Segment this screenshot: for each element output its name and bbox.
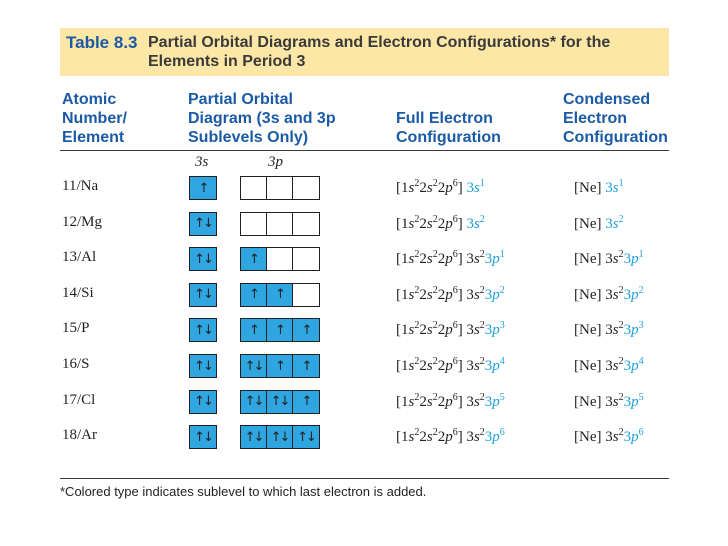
element-label: 16/S bbox=[62, 356, 90, 372]
full-configuration: [1s22s22p6] 3s1 bbox=[396, 178, 485, 196]
header-line: Configuration bbox=[563, 129, 668, 146]
element-label: 12/Mg bbox=[62, 213, 103, 230]
condensed-configuration: [Ne] 3s23p5 bbox=[574, 391, 644, 410]
orbital-3p-box: ↑ bbox=[240, 282, 267, 307]
orbital-3p-box bbox=[292, 211, 320, 236]
orbital-3p-box: ↑↓ bbox=[240, 425, 267, 450]
header-full-config: Full Electron Configuration bbox=[396, 109, 501, 147]
element-label: 13/Al bbox=[62, 249, 97, 266]
header-line: Configuration bbox=[396, 129, 501, 146]
header-line: Number/ bbox=[62, 110, 127, 127]
orbital-3p-box bbox=[240, 176, 267, 200]
orbital-3s-box: ↑↓ bbox=[189, 211, 217, 236]
header-line: Atomic bbox=[62, 91, 117, 108]
orbital-3p-box: ↑↓ bbox=[266, 389, 293, 414]
orbital-3s-box: ↑ bbox=[189, 176, 217, 200]
sublevel-label-3p: 3p bbox=[268, 154, 283, 170]
header-line: Condensed bbox=[563, 91, 651, 108]
orbital-3p-box: ↑ bbox=[240, 247, 267, 272]
orbital-3p-box: ↑ bbox=[292, 354, 320, 378]
condensed-configuration: [Ne] 3s23p2 bbox=[574, 284, 644, 303]
orbital-3p-box: ↑ bbox=[266, 318, 293, 343]
full-configuration: [1s22s22p6] 3s23p6 bbox=[396, 427, 505, 446]
header-line: Sublevels Only) bbox=[188, 129, 309, 146]
orbital-3p-box: ↑↓ bbox=[292, 425, 320, 450]
orbital-3p-box: ↑↓ bbox=[240, 389, 267, 414]
orbital-3s-box: ↑↓ bbox=[189, 318, 217, 343]
orbital-3p-box: ↑↓ bbox=[266, 425, 293, 450]
element-label: 17/Cl bbox=[62, 391, 96, 408]
full-configuration: [1s22s22p6] 3s23p3 bbox=[396, 320, 505, 339]
header-line: Element bbox=[62, 129, 125, 146]
full-configuration: [1s22s22p6] 3s23p4 bbox=[396, 356, 505, 374]
footnote: *Colored type indicates sublevel to whic… bbox=[60, 484, 427, 499]
orbital-3p-box: ↑ bbox=[292, 389, 320, 414]
element-label: 14/Si bbox=[62, 284, 94, 301]
footer-divider bbox=[60, 478, 669, 479]
full-configuration: [1s22s22p6] 3s23p5 bbox=[396, 391, 505, 410]
header-line: Electron bbox=[563, 110, 628, 127]
orbital-3p-box bbox=[240, 211, 267, 236]
table-title-bar: Table 8.3 Partial Orbital Diagrams and E… bbox=[60, 28, 669, 76]
element-label: 15/P bbox=[62, 320, 90, 337]
orbital-3s-box: ↑↓ bbox=[189, 247, 217, 272]
condensed-configuration: [Ne] 3s23p6 bbox=[574, 427, 644, 446]
full-configuration: [1s22s22p6] 3s23p2 bbox=[396, 284, 505, 303]
orbital-3p-box bbox=[266, 247, 293, 272]
header-orbital-diagram: Partial Orbital Diagram (3s and 3p Suble… bbox=[188, 90, 336, 147]
orbital-3p-box: ↑ bbox=[266, 282, 293, 307]
element-label: 18/Ar bbox=[62, 427, 97, 444]
header-atomic-number: Atomic Number/ Element bbox=[62, 90, 127, 147]
full-configuration: [1s22s22p6] 3s23p1 bbox=[396, 249, 505, 268]
orbital-3p-box bbox=[292, 282, 320, 307]
condensed-configuration: [Ne] 3s1 bbox=[574, 178, 624, 196]
header-line: Diagram (3s and 3p bbox=[188, 110, 336, 127]
header-line: Full Electron bbox=[396, 110, 493, 127]
orbital-3s-box: ↑↓ bbox=[189, 389, 217, 414]
sublevel-label-3s: 3s bbox=[195, 154, 209, 170]
orbital-3p-box bbox=[292, 247, 320, 272]
orbital-3s-box: ↑↓ bbox=[189, 354, 217, 378]
condensed-configuration: [Ne] 3s23p4 bbox=[574, 356, 644, 374]
header-condensed-config: Condensed Electron Configuration bbox=[563, 90, 668, 147]
orbital-3s-box: ↑↓ bbox=[189, 282, 217, 307]
orbital-3p-box: ↑↓ bbox=[240, 354, 267, 378]
element-label: 11/Na bbox=[62, 178, 99, 194]
full-configuration: [1s22s22p6] 3s2 bbox=[396, 213, 485, 232]
header-line: Partial Orbital bbox=[188, 91, 293, 108]
orbital-3p-box: ↑ bbox=[292, 318, 320, 343]
orbital-3p-box bbox=[266, 176, 293, 200]
orbital-3p-box: ↑ bbox=[240, 318, 267, 343]
orbital-3p-box bbox=[266, 211, 293, 236]
table-title: Partial Orbital Diagrams and Electron Co… bbox=[148, 34, 611, 70]
condensed-configuration: [Ne] 3s23p1 bbox=[574, 249, 644, 268]
header-divider bbox=[60, 150, 669, 151]
orbital-3p-box: ↑ bbox=[266, 354, 293, 378]
orbital-3p-box bbox=[292, 176, 320, 200]
table-number: Table 8.3 bbox=[66, 33, 138, 52]
orbital-3s-box: ↑↓ bbox=[189, 425, 217, 450]
condensed-configuration: [Ne] 3s23p3 bbox=[574, 320, 644, 339]
condensed-configuration: [Ne] 3s2 bbox=[574, 213, 624, 232]
